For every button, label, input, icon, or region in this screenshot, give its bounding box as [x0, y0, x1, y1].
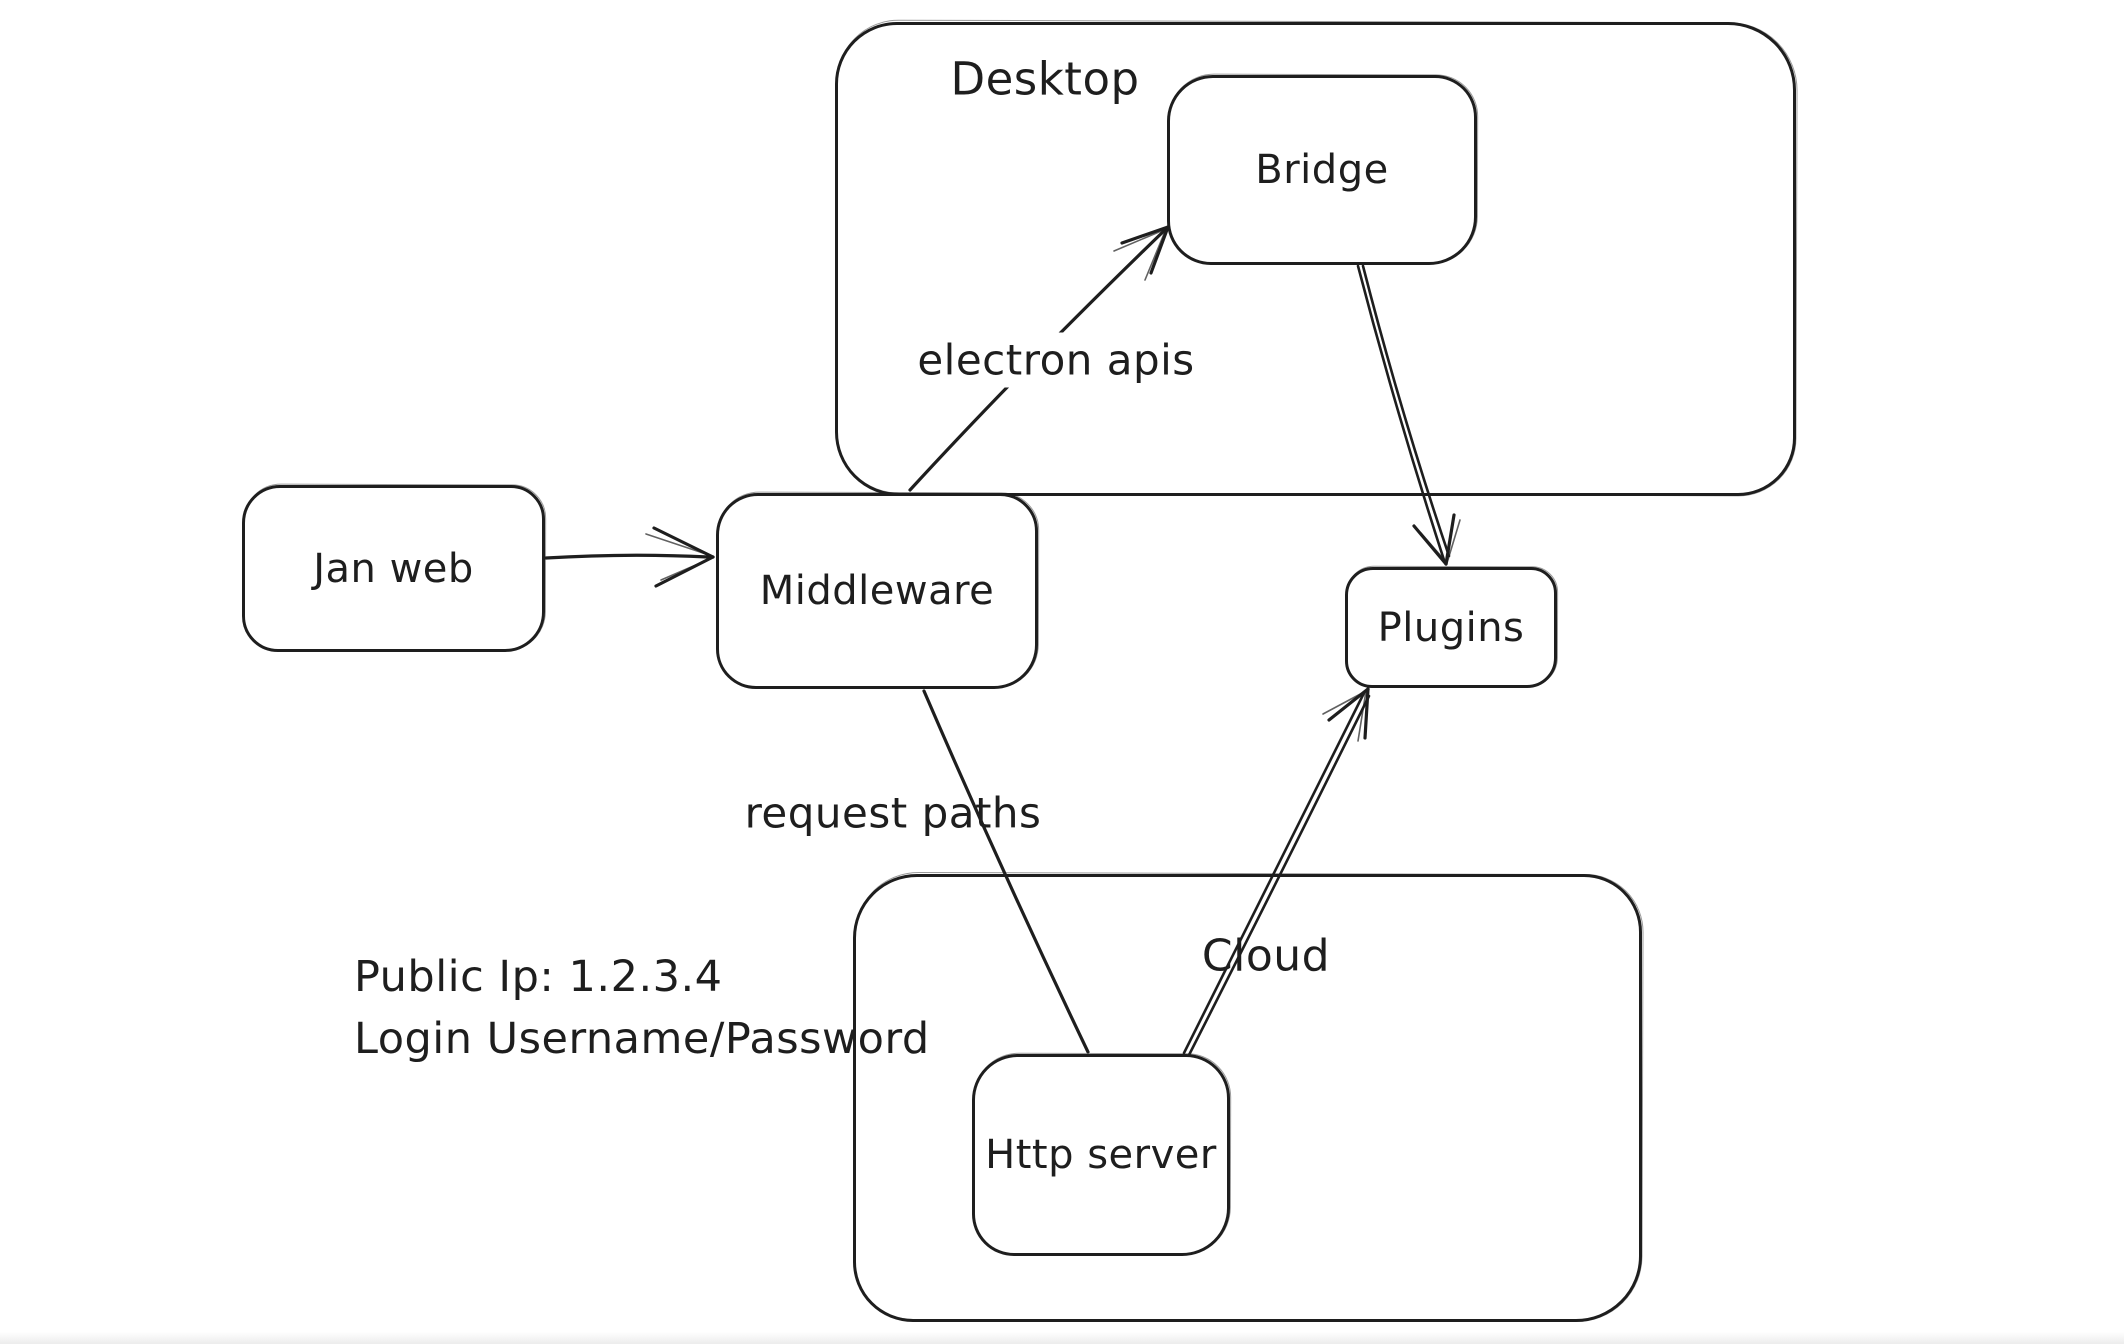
- arrow-bridge-to-plugins[interactable]: [1356, 264, 1461, 566]
- desktop-container-box[interactable]: [835, 22, 1796, 496]
- node-jan-web[interactable]: Jan web: [242, 485, 545, 652]
- credentials-annotation[interactable]: Public Ip: 1.2.3.4 Login Username/Passwo…: [354, 946, 930, 1070]
- arrow-httpserver-to-plugins[interactable]: [1182, 687, 1371, 1057]
- line-middleware-to-httpserver[interactable]: [922, 689, 1090, 1054]
- edge-label-electron-apis[interactable]: electron apis: [905, 332, 1207, 388]
- public-ip-text: Public Ip: 1.2.3.4: [354, 952, 723, 1002]
- http-server-label: Http server: [985, 1132, 1217, 1178]
- arrow-janweb-to-middleware[interactable]: [544, 526, 715, 588]
- middleware-label: Middleware: [759, 568, 995, 614]
- cloud-container-label[interactable]: Cloud: [1201, 930, 1331, 982]
- cloud-container-box[interactable]: [853, 874, 1642, 1322]
- node-middleware[interactable]: Middleware: [716, 493, 1038, 689]
- node-http-server[interactable]: Http server: [972, 1054, 1230, 1256]
- login-text: Login Username/Password: [354, 1014, 930, 1064]
- bridge-label: Bridge: [1255, 147, 1389, 193]
- desktop-container-label[interactable]: Desktop: [950, 52, 1140, 106]
- jan-web-label: Jan web: [313, 545, 474, 592]
- edge-label-request-paths[interactable]: request paths: [744, 788, 1042, 838]
- plugins-label: Plugins: [1377, 604, 1525, 651]
- node-bridge[interactable]: Bridge: [1167, 75, 1477, 265]
- node-plugins[interactable]: Plugins: [1345, 567, 1557, 688]
